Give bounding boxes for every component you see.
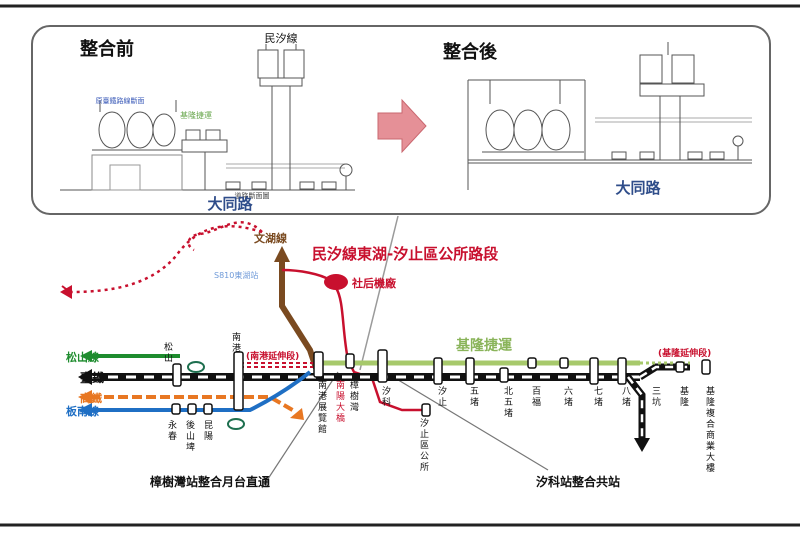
before-section bbox=[60, 44, 355, 191]
station-xike bbox=[377, 349, 388, 383]
station-liudu bbox=[559, 357, 569, 369]
transition-arrow bbox=[377, 98, 427, 154]
station-exhibition bbox=[313, 351, 324, 378]
minxi-branch bbox=[281, 268, 331, 282]
panel-leader-line bbox=[359, 215, 399, 371]
station-badu bbox=[617, 357, 627, 385]
nangang-ext-label: (南港延伸段) bbox=[246, 350, 299, 362]
label-xizhi: 汐止 bbox=[438, 385, 447, 408]
label-sankeng: 三坑 bbox=[652, 387, 661, 408]
station-songshan bbox=[172, 363, 182, 387]
label-beiwudu: 北五堵 bbox=[504, 386, 513, 419]
minxi-line-label: 民汐線 bbox=[265, 31, 298, 45]
tra-label: 臺鐵 bbox=[80, 370, 104, 385]
wenhu-label: 文湖線 bbox=[254, 231, 287, 245]
label-yongchun: 永春 bbox=[168, 419, 177, 442]
after-section bbox=[467, 42, 752, 190]
station-keelung bbox=[675, 361, 685, 373]
label-xike: 汐科 bbox=[382, 385, 391, 408]
station-baifu bbox=[527, 357, 537, 369]
station-xizhi bbox=[433, 357, 443, 385]
station-markers bbox=[171, 349, 711, 417]
wenhu-arrowhead bbox=[274, 246, 290, 262]
after-title: 整合後 bbox=[442, 41, 498, 63]
callout-zhangshuwan: 樟樹灣站整合月台直通 bbox=[150, 474, 270, 489]
station-keelung-complex bbox=[701, 359, 711, 375]
label-nangang-tower: 南陽大橋 bbox=[336, 379, 345, 424]
label-keelung-complex: 基隆複合商業大樓 bbox=[706, 385, 715, 474]
label-wudu: 五堵 bbox=[470, 387, 479, 408]
label-keelung: 基隆 bbox=[680, 385, 689, 408]
label-exhibition: 南港展覽館 bbox=[318, 379, 327, 435]
transfer-icon bbox=[227, 418, 245, 430]
bannan-line bbox=[90, 370, 312, 412]
keelung-ext-label: (基隆延伸段) bbox=[658, 347, 711, 359]
before-title: 整合前 bbox=[79, 38, 134, 60]
northwest-extension-curve bbox=[69, 224, 263, 294]
songshan-line-label: 松山線 bbox=[66, 350, 99, 364]
label-liudu: 六堵 bbox=[564, 385, 573, 408]
station-nangang-tower bbox=[345, 353, 355, 369]
wenhu-line bbox=[279, 255, 319, 369]
northwest-arrowhead bbox=[60, 285, 72, 299]
tra-arrowhead-south bbox=[634, 438, 650, 452]
wenhu-dashed-curve bbox=[187, 221, 263, 252]
keelung-mrt-section-label: 基隆捷運 bbox=[180, 110, 212, 120]
station-wudu bbox=[465, 357, 475, 385]
before-road-label: 大同路 bbox=[207, 195, 253, 213]
callout-line-left bbox=[261, 371, 339, 489]
transfer-icon bbox=[187, 361, 205, 373]
depot-label: 社后機廠 bbox=[351, 276, 397, 290]
route-title: 民汐線東湖-汐止區公所路段 bbox=[312, 245, 498, 263]
label-kunyang: 昆陽 bbox=[204, 420, 213, 442]
station-qidu bbox=[589, 357, 599, 385]
keelung-mrt-label: 基隆捷運 bbox=[456, 337, 513, 354]
s810-label: S810東湖站 bbox=[214, 270, 258, 280]
label-songshan: 松山 bbox=[164, 341, 173, 364]
minxi-line bbox=[334, 287, 424, 412]
label-baifu: 百福 bbox=[532, 386, 541, 408]
station-nangang bbox=[233, 351, 244, 411]
label-zhangshuwan: 樟樹灣 bbox=[350, 379, 359, 413]
callout-xike: 汐科站整合共站 bbox=[536, 474, 620, 489]
callout-line-right bbox=[384, 371, 549, 471]
road-section-label: 道路斷面圖 bbox=[235, 191, 270, 200]
hsr-line bbox=[90, 395, 297, 414]
after-road-label: 大同路 bbox=[615, 179, 661, 197]
label-houshanpi: 後山埤 bbox=[186, 419, 195, 453]
station-beiwudu bbox=[499, 367, 509, 383]
hsr-label: 高鐵 bbox=[80, 391, 102, 405]
label-nangang: 南港 bbox=[232, 331, 241, 354]
depot-marker bbox=[324, 274, 348, 290]
label-qidu: 七堵 bbox=[594, 386, 603, 408]
orig-rail-section-label: 原臺鐵路線斷面 bbox=[96, 96, 145, 105]
tra-arrowhead-west bbox=[78, 369, 92, 385]
label-badu: 八堵 bbox=[622, 387, 631, 408]
bannan-label: 板南線 bbox=[66, 404, 99, 418]
label-xizhi-office: 汐止區公所 bbox=[420, 417, 429, 473]
